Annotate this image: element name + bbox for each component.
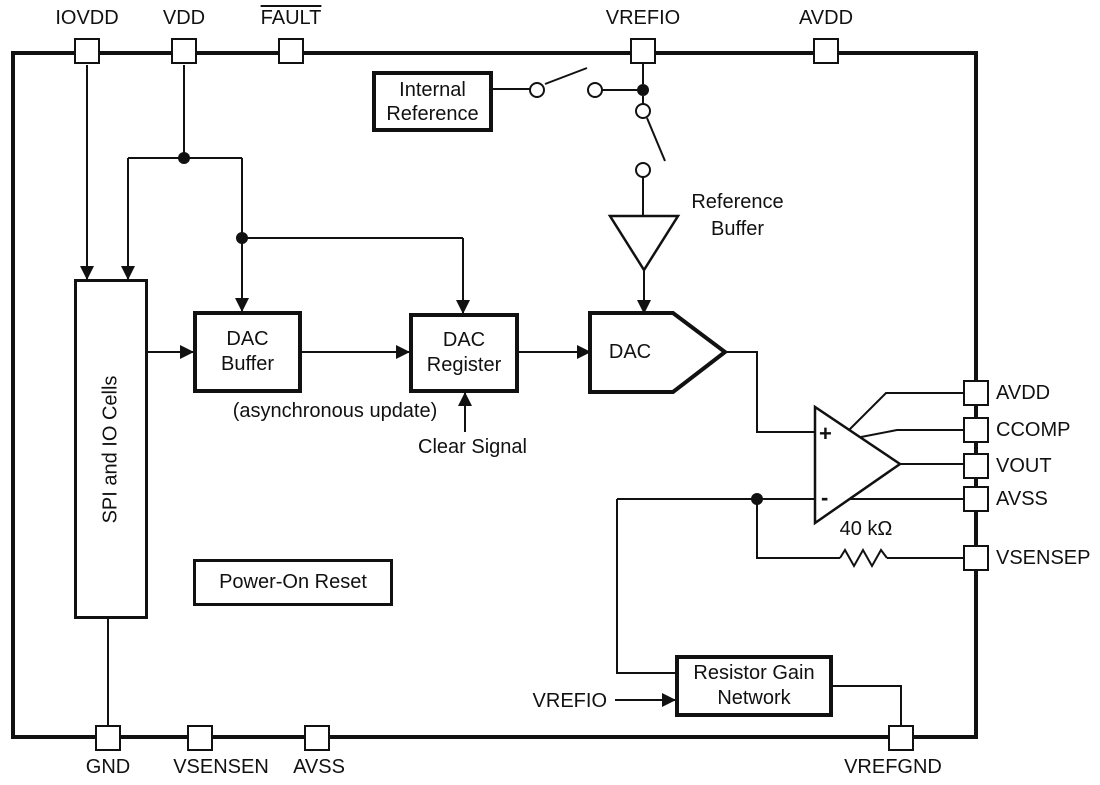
reference-buffer-triangle — [607, 214, 681, 273]
dac-register-label-2: Register — [426, 354, 502, 376]
resistor-gain-network-block: Resistor Gain Network — [675, 655, 833, 717]
reference-buffer-label-1: Reference — [691, 191, 784, 213]
dac-buffer-label-2: Buffer — [221, 353, 274, 375]
pin-label-ccomp: CCOMP — [996, 419, 1071, 441]
resistor-gain-network-label-1: Resistor Gain — [693, 662, 815, 684]
pin-vrefio — [630, 38, 656, 64]
internal-reference-block: Internal Reference — [372, 71, 493, 132]
junction-dots — [178, 84, 763, 505]
pin-vdd — [171, 38, 197, 64]
switch-contact-2 — [587, 82, 603, 98]
reference-buffer-label-2: Buffer — [711, 218, 764, 240]
dac-buffer-label-1: DAC — [226, 328, 269, 350]
resistor-value-label: 40 kΩ — [839, 518, 893, 540]
opamp-minus-sign: - — [821, 485, 829, 510]
pin-vsensen — [187, 725, 213, 751]
pin-label-avdd-right: AVDD — [996, 382, 1051, 404]
pin-label-vrefgnd: VREFGND — [844, 756, 942, 778]
pin-label-gnd: GND — [85, 756, 131, 778]
dac-block-shape — [588, 311, 729, 394]
vrefio-internal-label: VREFIO — [532, 690, 607, 712]
switch-contacts — [529, 82, 651, 178]
dac-buffer-block: DAC Buffer — [193, 311, 302, 393]
switch-contact-1 — [529, 82, 545, 98]
pin-avss-right — [963, 486, 989, 512]
switch-contact-3 — [635, 103, 651, 119]
pin-ccomp — [963, 417, 989, 443]
pin-label-vdd: VDD — [162, 7, 206, 29]
pin-label-avss-right: AVSS — [996, 488, 1048, 510]
dac-register-label-1: DAC — [442, 329, 486, 351]
opamp-plus-sign: + — [819, 421, 832, 446]
internal-reference-label-1: Internal — [399, 78, 466, 101]
pin-label-vrefio: VREFIO — [605, 7, 681, 29]
resistor-gain-network-label-2: Network — [717, 687, 791, 709]
pin-label-vout: VOUT — [996, 455, 1052, 477]
output-amplifier-triangle — [813, 404, 903, 526]
power-on-reset-block: Power-On Reset — [193, 559, 393, 606]
asynchronous-update-note: (asynchronous update) — [232, 400, 438, 422]
pin-vout — [963, 453, 989, 479]
pin-avdd-top — [813, 38, 839, 64]
pin-vsensep — [963, 545, 989, 571]
dac-register-block: DAC Register — [409, 313, 519, 393]
pin-vrefgnd — [888, 725, 914, 751]
pin-fault — [278, 38, 304, 64]
pin-avdd-right — [963, 380, 989, 406]
spi-io-cells-block: SPI and IO Cells — [74, 279, 148, 619]
pin-iovdd — [74, 38, 100, 64]
chip-boundary — [11, 51, 978, 739]
wires — [80, 64, 963, 725]
pin-label-vsensep: VSENSEP — [996, 547, 1091, 569]
pin-label-vsensen: VSENSEN — [173, 756, 269, 778]
pin-gnd — [95, 725, 121, 751]
pin-label-avdd-top: AVDD — [798, 7, 854, 29]
pin-label-avss-bottom: AVSS — [293, 756, 345, 778]
power-on-reset-label: Power-On Reset — [219, 571, 367, 593]
switch-contact-4 — [635, 162, 651, 178]
reference-buffer-label: Reference Buffer — [675, 189, 800, 243]
pin-avss-bottom — [304, 725, 330, 751]
spi-io-cells-label: SPI and IO Cells — [99, 375, 122, 523]
internal-reference-label-2: Reference — [386, 102, 479, 125]
pin-label-iovdd: IOVDD — [55, 7, 119, 29]
clear-signal-label: Clear Signal — [418, 436, 527, 458]
pin-label-fault: FAULT — [260, 7, 322, 29]
dac-label: DAC — [608, 341, 652, 363]
